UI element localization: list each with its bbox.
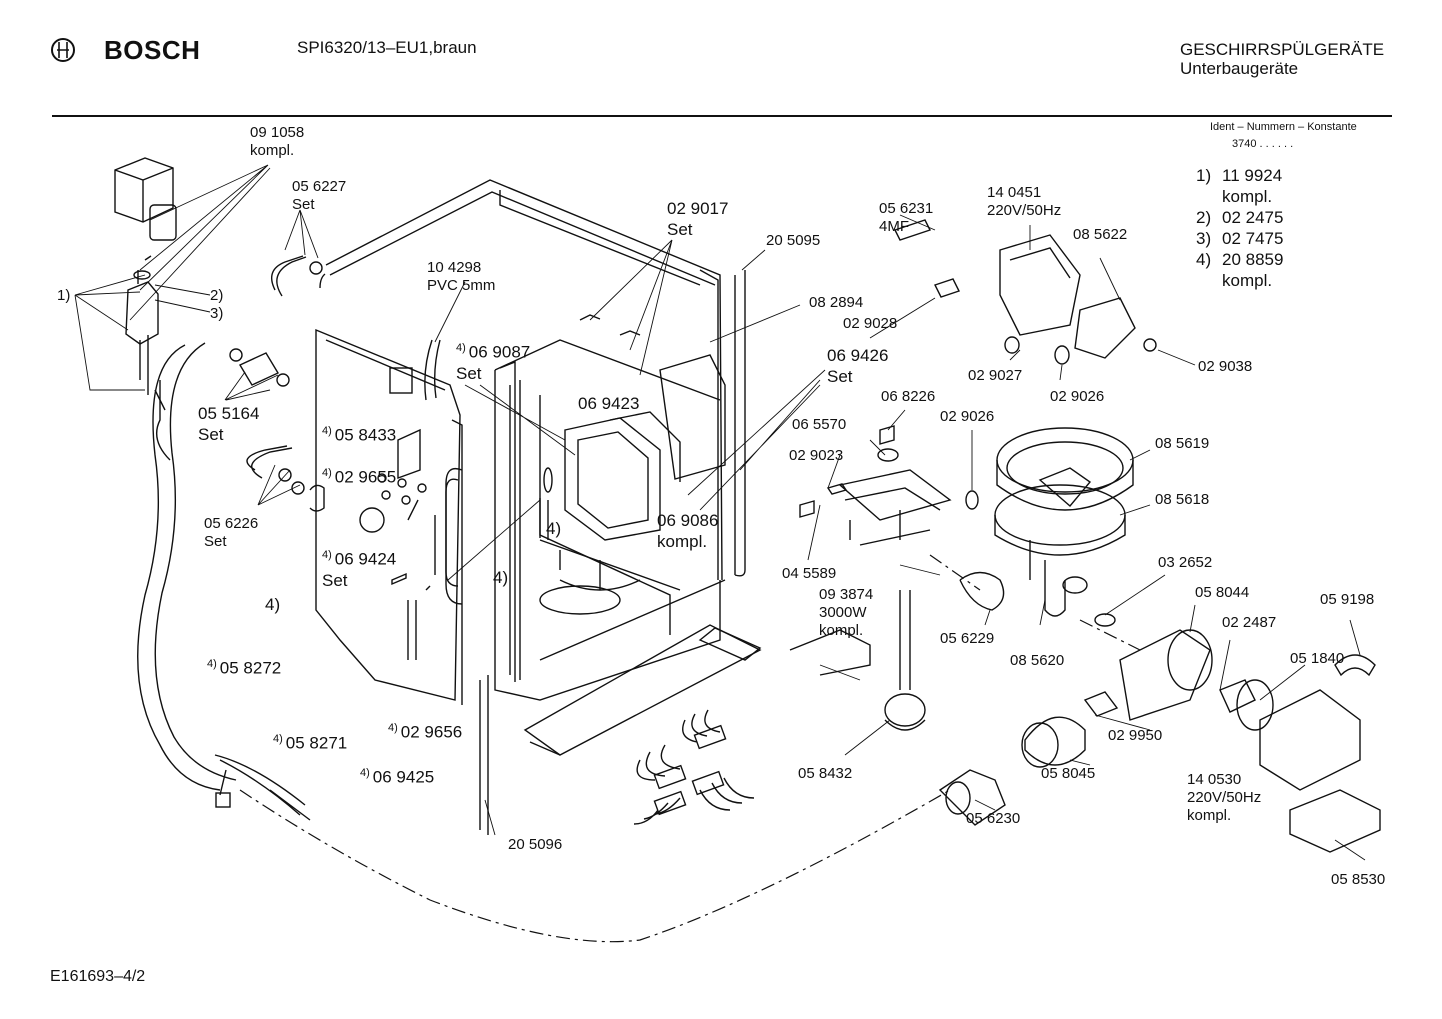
part-label: 05 6230	[966, 810, 1021, 827]
leader-lines-left	[74, 164, 319, 506]
leader-lines-right	[447, 214, 1366, 861]
dash-dot-connector	[239, 789, 951, 943]
part-label: 02 2487	[1222, 614, 1277, 631]
legend-item: 2)02 2475	[1196, 208, 1284, 227]
part-label: 05 8044	[1195, 584, 1250, 601]
part-label: 08 5618	[1155, 491, 1210, 508]
door-panel-drawing	[309, 328, 463, 705]
marker-label: 4)	[493, 568, 509, 587]
softener-frame-drawing	[564, 354, 726, 541]
legend-item: 3)02 7475	[1196, 229, 1284, 248]
part-label: 06 8226	[881, 388, 936, 405]
part-label: 08 2894	[809, 294, 864, 311]
ident-value: 3740 . . . . . .	[1232, 138, 1294, 150]
part-label: 20 5096	[508, 836, 563, 853]
bosch-logo-icon	[51, 38, 75, 62]
ident-title: Ident – Nummern – Konstante	[1210, 121, 1357, 133]
part-label: 4)02 9656	[388, 722, 463, 742]
legend-item: kompl.	[1222, 271, 1273, 290]
legend-item: 1)11 9924	[1196, 166, 1283, 185]
hoses-clips-drawing	[137, 255, 323, 821]
part-label: 4)05 8271	[273, 733, 348, 753]
drain-pump-drawing	[938, 629, 1381, 853]
part-label: 02 9026	[1050, 388, 1105, 405]
part-label: 02 9028	[843, 315, 898, 332]
part-label: 20 5095	[766, 232, 821, 249]
category-title: GESCHIRRSPÜLGERÄTE	[1180, 40, 1385, 59]
drawing-code: E161693–4/2	[50, 968, 146, 985]
part-label: 4)05 8272	[207, 658, 282, 678]
part-label: 02 9023	[789, 447, 844, 464]
part-label: 02 9950	[1108, 727, 1163, 744]
marker-label: 2)	[210, 287, 224, 304]
part-label: 08 5622	[1073, 226, 1128, 243]
part-label: 05 8530	[1331, 871, 1386, 888]
part-label: 05 1840	[1290, 650, 1345, 667]
heater-pump-drawing	[789, 219, 1157, 731]
legend-item: 4)20 8859	[1196, 250, 1284, 269]
part-label: 03 2652	[1158, 554, 1213, 571]
part-label: 06 9423	[578, 394, 640, 413]
part-label: 4)02 9655	[322, 467, 397, 487]
wiring-loom-drawing	[633, 709, 755, 825]
legend-item: kompl.	[1222, 187, 1273, 206]
model-title: SPI6320/13–EU1,braun	[297, 38, 477, 57]
part-label: 04 5589	[782, 565, 837, 582]
part-label: 05 6229	[940, 630, 995, 647]
part-label: 02 9026	[940, 408, 995, 425]
part-label: 05 8045	[1041, 765, 1096, 782]
tub-body-drawing	[319, 179, 726, 701]
part-label: 05 9198	[1320, 591, 1375, 608]
marker-label: 4)	[265, 595, 281, 614]
brand-name: BOSCH	[104, 35, 201, 65]
marker-label: 1)	[57, 287, 71, 304]
part-label: 08 5619	[1155, 435, 1210, 452]
legend-list: 1)11 9924 kompl. 2)02 2475 3)02 7475 4)2…	[1196, 165, 1283, 291]
subcategory-title: Unterbaugeräte	[1180, 59, 1299, 78]
part-label: 06 5570	[792, 416, 847, 433]
sump-drawing	[994, 427, 1134, 627]
bottom-rails-drawing	[479, 270, 762, 835]
marker-label: 3)	[210, 305, 224, 322]
part-label: 08 5620	[1010, 652, 1065, 669]
marker-label: 4)	[546, 519, 562, 538]
part-label: 02 9027	[968, 367, 1023, 384]
part-label: 05 8432	[798, 765, 853, 782]
part-label: 4)05 8433	[322, 425, 397, 445]
part-label: 4)06 9425	[360, 767, 435, 787]
part-label: 02 9038	[1198, 358, 1253, 375]
